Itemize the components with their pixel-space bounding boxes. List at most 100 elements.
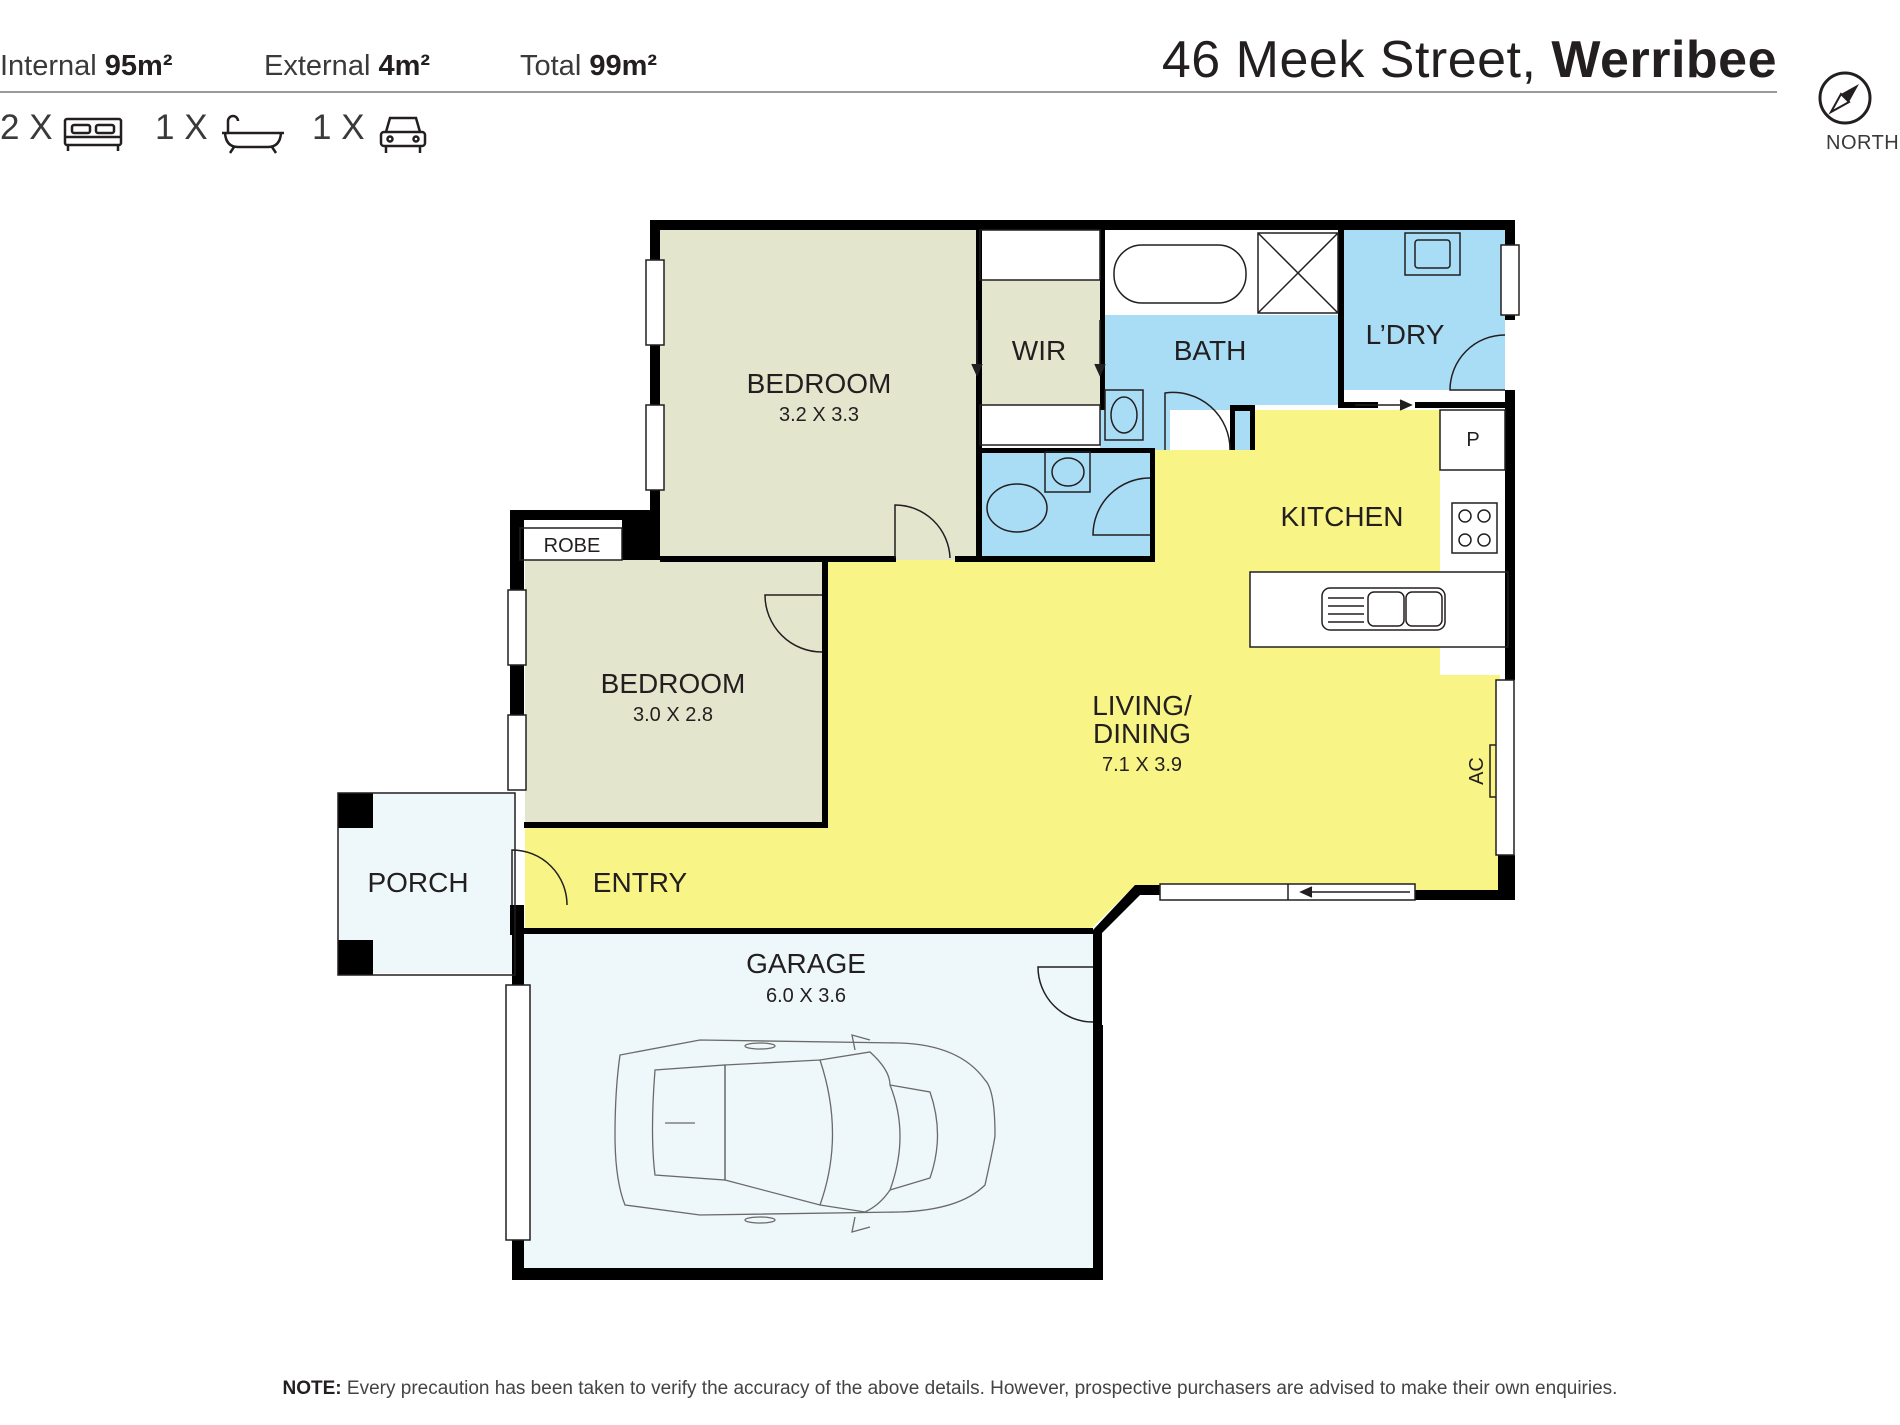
laundry-trough bbox=[1404, 232, 1461, 276]
ac-label: AC bbox=[1466, 757, 1488, 785]
door-garage bbox=[1037, 966, 1094, 1023]
internal-value: 95m² bbox=[104, 50, 173, 82]
porch-post-bottom bbox=[338, 940, 373, 975]
door-powder bbox=[1092, 477, 1151, 536]
wall-garage-east-upper bbox=[1093, 930, 1102, 1025]
cooktop bbox=[1451, 502, 1498, 554]
vanity-basin bbox=[1104, 389, 1144, 441]
note-text: Every precaution has been taken to verif… bbox=[341, 1378, 1618, 1399]
toilet bbox=[986, 483, 1048, 533]
window-bed2-a bbox=[507, 589, 527, 666]
door-bed2 bbox=[764, 594, 823, 653]
wall-entry-west bbox=[510, 905, 524, 935]
window-bed1-b bbox=[645, 404, 665, 491]
wall-robe-pier bbox=[622, 520, 660, 560]
bedroom2-size: 3.0 X 2.8 bbox=[633, 704, 713, 726]
pantry-label: P bbox=[1466, 429, 1479, 451]
wall-south-east bbox=[1415, 890, 1515, 900]
pantry-fill bbox=[1440, 410, 1505, 470]
powder-fill bbox=[980, 450, 1150, 560]
porch-label: PORCH bbox=[367, 867, 468, 898]
external-area: External 4m² bbox=[264, 50, 430, 83]
compass-icon bbox=[1818, 71, 1872, 125]
door-bed1 bbox=[894, 504, 951, 559]
walls bbox=[338, 220, 1515, 1280]
cooktop-fill bbox=[1440, 475, 1505, 570]
wall-bed1-east bbox=[976, 230, 982, 560]
wir-shelf-bottom bbox=[979, 404, 1101, 446]
kitchen-bench bbox=[1250, 572, 1508, 647]
door-bath bbox=[1164, 391, 1231, 451]
disclaimer-note: NOTE: Every precaution has been taken to… bbox=[0, 1378, 1900, 1400]
wall-bed1-south bbox=[660, 556, 896, 562]
pantry-outline bbox=[1439, 409, 1506, 471]
powder-basin bbox=[1044, 451, 1091, 493]
porch-outline bbox=[337, 792, 516, 976]
car-count: 1 X bbox=[312, 108, 365, 147]
living-label-line1: LIVING/ bbox=[1092, 690, 1192, 721]
property-address: 46 Meek Street, Werribee bbox=[1162, 30, 1777, 90]
window-bed2-b bbox=[507, 714, 527, 791]
wall-east-mid bbox=[1505, 390, 1515, 680]
wir-label: WIR bbox=[1012, 335, 1066, 366]
wall-powder-north bbox=[982, 448, 1155, 453]
header-divider bbox=[0, 91, 1777, 93]
robe-label: ROBE bbox=[544, 535, 601, 557]
wall-south-angle bbox=[1093, 885, 1160, 935]
bedroom1-size: 3.2 X 3.3 bbox=[779, 404, 859, 426]
total-value: 99m² bbox=[589, 50, 658, 82]
wall-bed2-south bbox=[524, 822, 826, 828]
address-street: 46 Meek Street, bbox=[1161, 31, 1537, 89]
windows bbox=[507, 244, 1520, 901]
note-label: NOTE: bbox=[282, 1378, 342, 1399]
bed-icon bbox=[63, 117, 123, 151]
bath-icon bbox=[222, 114, 284, 154]
garage-fill bbox=[523, 930, 1093, 1270]
wall-powder-east bbox=[1150, 450, 1155, 560]
living-label-line2: DINING bbox=[1093, 718, 1191, 749]
room-labels: BEDROOM 3.2 X 3.3 BEDROOM 3.0 X 2.8 WIR … bbox=[367, 319, 1488, 1007]
bedroom1-label: BEDROOM bbox=[747, 368, 892, 399]
window-laundry bbox=[1500, 244, 1520, 316]
garage-side-door bbox=[505, 984, 531, 1241]
bedroom2-label: BEDROOM bbox=[601, 668, 746, 699]
wall-bath-stub bbox=[1230, 405, 1255, 411]
total-area: Total 99m² bbox=[520, 50, 657, 83]
door-laundry bbox=[1449, 334, 1506, 391]
robe-fill bbox=[520, 528, 622, 560]
doors bbox=[511, 320, 1506, 1023]
bath-fill bbox=[1100, 315, 1340, 450]
wall-laundry-south-b bbox=[1415, 402, 1510, 408]
door-entry bbox=[511, 849, 568, 906]
wall-bath-jog bbox=[1230, 405, 1235, 450]
wall-bath-jog2 bbox=[1250, 405, 1255, 450]
car-icon-garage bbox=[614, 1034, 996, 1233]
wall-garage-north bbox=[523, 928, 1093, 934]
total-label: Total bbox=[520, 50, 582, 82]
bathtub bbox=[1113, 244, 1247, 304]
bedroom1-fill bbox=[660, 230, 980, 560]
wall-bed1-west bbox=[650, 220, 660, 560]
internal-area: Internal 95m² bbox=[0, 50, 173, 83]
porch-post-top bbox=[338, 793, 373, 828]
living-fill bbox=[525, 410, 1500, 930]
bath-label: BATH bbox=[1174, 335, 1247, 366]
kitchen-bench-outline bbox=[1249, 571, 1509, 648]
wir-shelf-top bbox=[979, 229, 1101, 281]
internal-label: Internal bbox=[0, 50, 97, 82]
shower bbox=[1257, 232, 1339, 314]
garage-label: GARAGE bbox=[746, 948, 866, 979]
address-suburb: Werribee bbox=[1551, 31, 1777, 89]
external-value: 4m² bbox=[378, 50, 431, 82]
wall-north bbox=[650, 220, 1515, 230]
wall-garage-south bbox=[512, 1268, 1103, 1280]
wall-garage-east bbox=[1093, 1025, 1103, 1278]
window-living-east bbox=[1495, 679, 1515, 856]
robe-outline bbox=[519, 527, 623, 561]
compass-label: NORTH bbox=[1826, 132, 1900, 154]
wall-powder-south bbox=[955, 556, 1155, 562]
laundry-label: L’DRY bbox=[1366, 319, 1445, 350]
entry-label: ENTRY bbox=[593, 867, 688, 898]
wall-east-lower bbox=[1498, 855, 1515, 900]
